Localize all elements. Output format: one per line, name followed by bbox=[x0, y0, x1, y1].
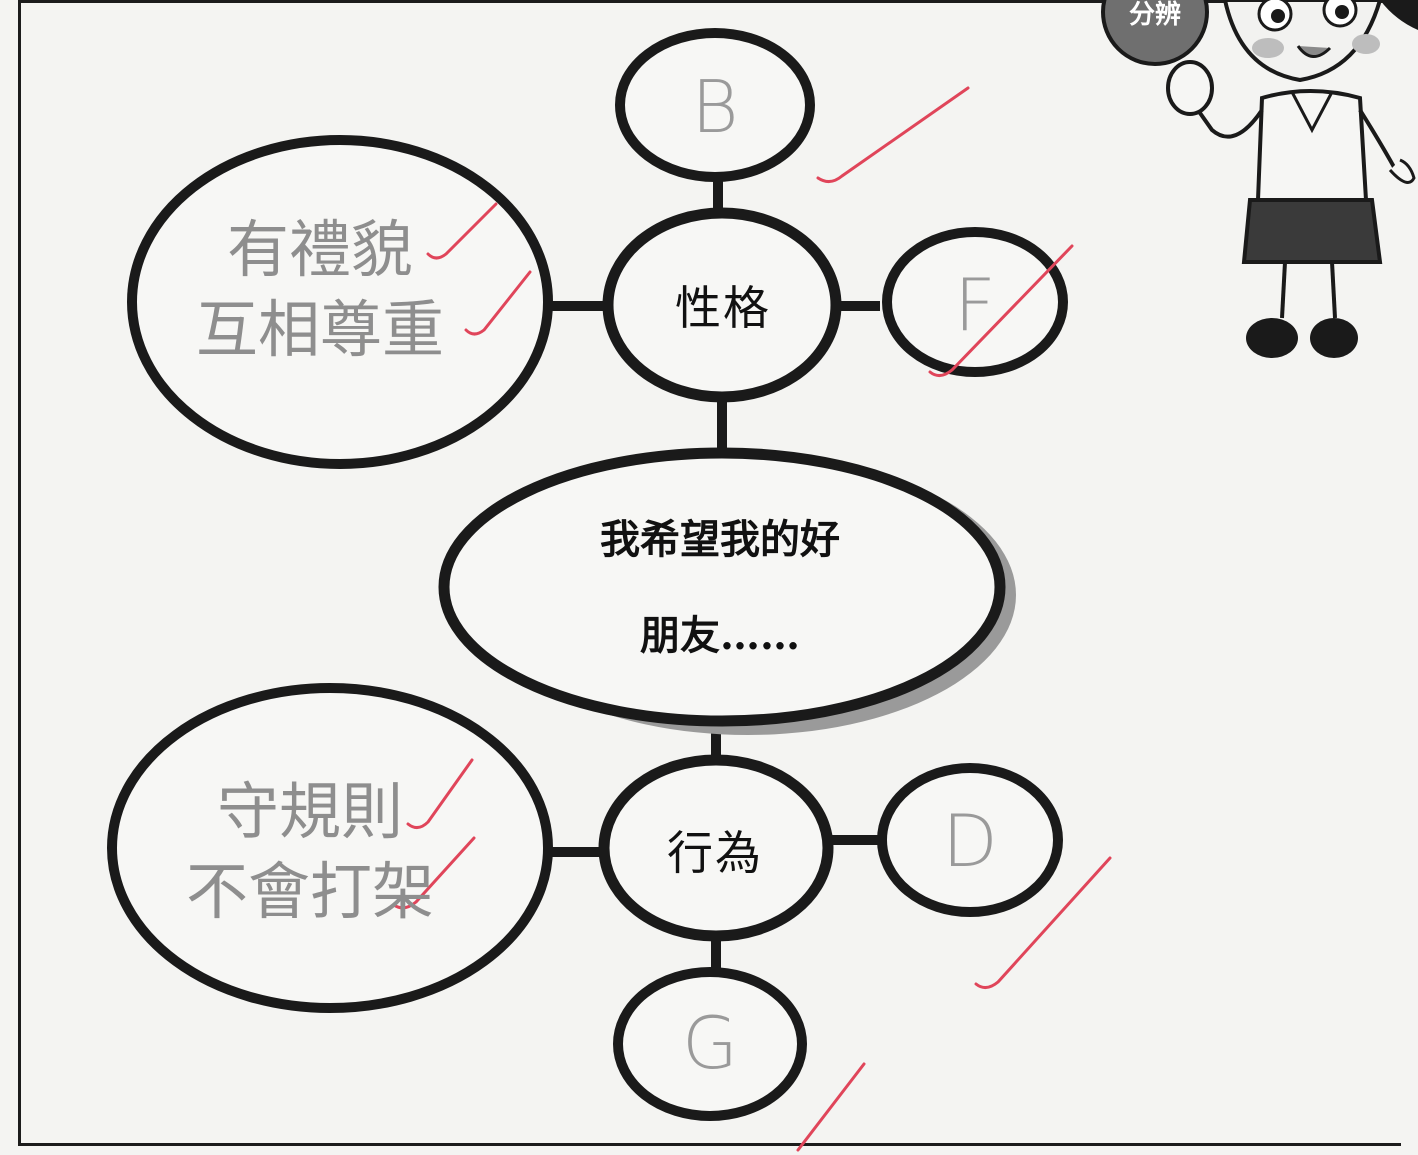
answer-left-bottom-line-1: 守規則 bbox=[216, 775, 403, 848]
answer-ellipse-left-bottom bbox=[107, 683, 553, 1013]
answer-left-top-phrase: 有禮貌 互相尊重 bbox=[170, 180, 470, 400]
mascot-badge bbox=[1101, 0, 1209, 66]
answer-left-bottom-phrase: 守規則 不會打架 bbox=[160, 752, 460, 952]
personality-hub bbox=[602, 207, 842, 403]
mascot-badge-label: 分辨 bbox=[1128, 0, 1181, 30]
center-node-text: 我希望我的好 朋友…… bbox=[540, 492, 900, 684]
answer-right-top-letter: F bbox=[954, 263, 996, 347]
answer-top-letter: B bbox=[691, 65, 739, 149]
answer-circle-bottom bbox=[613, 967, 807, 1121]
center-line-1: 我希望我的好 bbox=[600, 516, 840, 563]
center-node bbox=[438, 447, 1006, 727]
answer-left-bottom-line-2: 不會打架 bbox=[185, 855, 434, 928]
answer-left-top-line-1: 有禮貌 bbox=[226, 213, 413, 286]
answer-ellipse-left-top bbox=[127, 135, 553, 469]
answer-left-top-line-2: 互相尊重 bbox=[195, 293, 444, 366]
center-line-2: 朋友…… bbox=[640, 612, 800, 659]
answer-circle-right-top bbox=[882, 227, 1068, 377]
worksheet-frame bbox=[18, 0, 1401, 1146]
check-marks bbox=[392, 86, 1112, 1152]
behavior-hub bbox=[598, 754, 834, 942]
answer-right-bottom-letter: D bbox=[942, 799, 998, 883]
mascot-girl-icon bbox=[1101, 0, 1418, 358]
answer-circle-top bbox=[615, 28, 815, 182]
behavior-hub-label: 行為 bbox=[667, 826, 763, 880]
personality-hub-label: 性格 bbox=[675, 281, 771, 335]
answer-bottom-letter: G bbox=[682, 1001, 738, 1085]
answer-circle-right-bottom bbox=[877, 763, 1063, 917]
